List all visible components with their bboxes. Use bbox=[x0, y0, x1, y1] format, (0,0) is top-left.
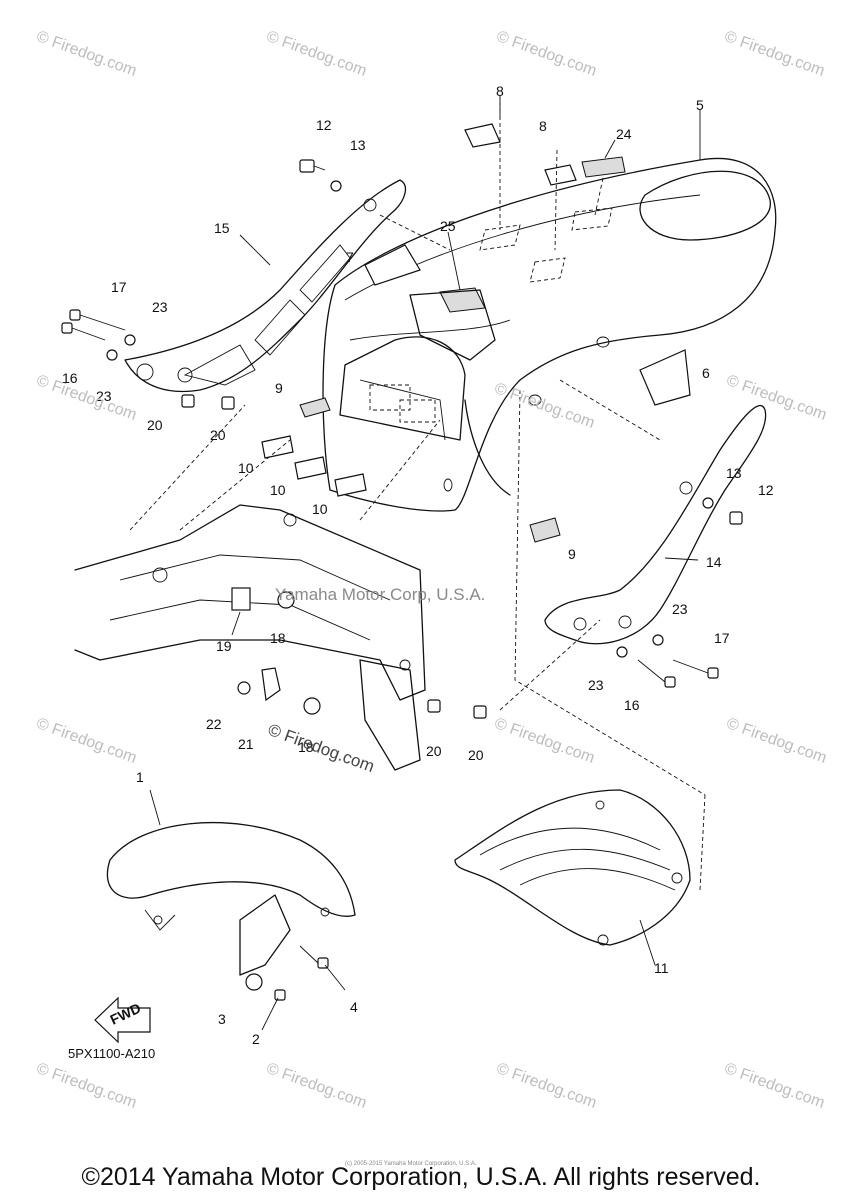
callout-label: 17 bbox=[111, 279, 127, 295]
callout-label: 20 bbox=[468, 747, 484, 763]
callout-label: 9 bbox=[568, 546, 576, 562]
callout-label: 20 bbox=[147, 417, 163, 433]
callout-label: 16 bbox=[624, 697, 640, 713]
callout-label: 7 bbox=[346, 249, 354, 265]
callout-label: 8 bbox=[496, 83, 504, 99]
callout-label: 20 bbox=[210, 427, 226, 443]
callout-label: 9 bbox=[275, 380, 283, 396]
callout-label: 10 bbox=[238, 460, 254, 476]
callout-label: 24 bbox=[616, 126, 632, 142]
caution-labels bbox=[464, 123, 626, 186]
left-side-stay bbox=[124, 179, 407, 393]
callout-label: 2 bbox=[252, 1031, 260, 1047]
callout-label: 14 bbox=[706, 554, 722, 570]
fasteners bbox=[61, 159, 743, 1001]
dampers bbox=[261, 397, 561, 543]
callout-label: 13 bbox=[726, 465, 742, 481]
callout-label: 18 bbox=[298, 739, 314, 755]
callout-label: 12 bbox=[758, 482, 774, 498]
callout-label: 16 bbox=[62, 370, 78, 386]
copyright-footer: ©2014 Yamaha Motor Corporation, U.S.A. A… bbox=[81, 1163, 761, 1191]
license-light-bracket bbox=[409, 287, 496, 361]
callout-label: 23 bbox=[588, 677, 604, 693]
tiny-copyright-note: (c) 2005-2015 Yamaha Motor Corporation, … bbox=[345, 1161, 477, 1167]
callout-label: 8 bbox=[539, 118, 547, 134]
callout-label: 10 bbox=[270, 482, 286, 498]
right-side-stay bbox=[544, 404, 767, 645]
frame bbox=[74, 504, 426, 771]
callout-label: 12 bbox=[316, 117, 332, 133]
callout-label: 17 bbox=[714, 630, 730, 646]
callout-label: 18 bbox=[270, 630, 286, 646]
diagram-code: 5PX1100-A210 bbox=[68, 1046, 156, 1061]
callout-label: 19 bbox=[216, 638, 232, 654]
warning-stickers bbox=[364, 244, 691, 406]
callout-label: 20 bbox=[426, 743, 442, 759]
callout-label: 15 bbox=[214, 220, 230, 236]
front-fender bbox=[106, 821, 356, 976]
center-watermark: Yamaha Motor Corp, U.S.A. bbox=[275, 585, 486, 604]
leader-lines bbox=[149, 95, 701, 1031]
callout-label: 6 bbox=[702, 365, 710, 381]
callout-label: 23 bbox=[672, 601, 688, 617]
assembly-lines bbox=[129, 95, 706, 891]
callout-label: 23 bbox=[96, 388, 112, 404]
callout-label: 4 bbox=[350, 999, 358, 1015]
callout-label: 3 bbox=[218, 1011, 226, 1027]
callout-label: 11 bbox=[654, 960, 669, 976]
callout-numbers: 1 2 3 4 5 6 7 8 8 9 9 10 10 10 11 12 12 … bbox=[62, 83, 774, 1047]
callout-label: 10 bbox=[312, 501, 328, 517]
inner-fender bbox=[454, 789, 691, 946]
callout-label: 13 bbox=[350, 137, 366, 153]
callout-label: 25 bbox=[440, 218, 456, 234]
callout-label: 1 bbox=[136, 769, 144, 785]
rear-fender bbox=[322, 157, 777, 512]
fwd-arrow-icon: FWD bbox=[94, 996, 151, 1044]
callout-label: 5 bbox=[696, 97, 704, 113]
callout-label: 21 bbox=[238, 736, 254, 752]
callout-label: 23 bbox=[152, 299, 168, 315]
callout-label: 22 bbox=[206, 716, 222, 732]
